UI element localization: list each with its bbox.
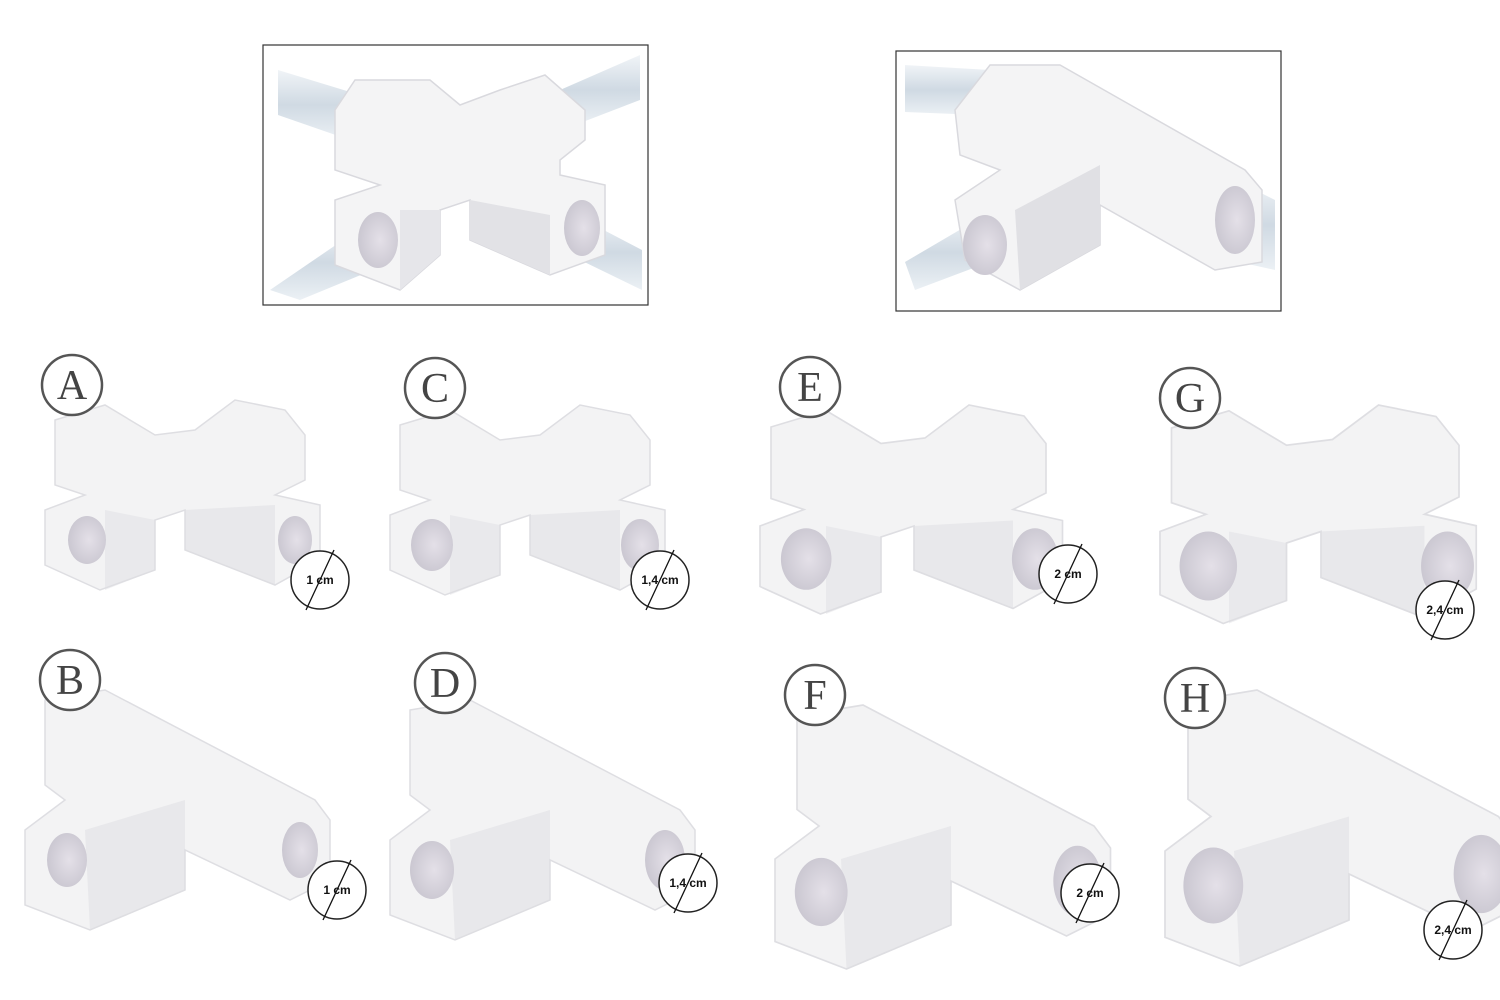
- fitting-letter-label: C: [403, 356, 467, 420]
- fitting-letter-label: D: [413, 651, 477, 715]
- fitting-letter-label: E: [778, 355, 842, 419]
- fitting-tile-f: F 2 cm: [774, 663, 1120, 970]
- tee-fitting: [24, 689, 331, 931]
- diameter-label: 1 cm: [323, 883, 350, 897]
- fitting-letter: D: [430, 661, 460, 707]
- diameter-label: 1,4 cm: [641, 573, 678, 587]
- tee-fitting: [1164, 689, 1500, 967]
- fitting-tile-e: E 2 cm: [759, 355, 1098, 615]
- diameter-slash: [1075, 862, 1105, 924]
- diameter-label: 2 cm: [1054, 567, 1081, 581]
- diameter-slash: [645, 549, 675, 611]
- inset-tee-photo: [895, 50, 1282, 312]
- diameter-slash: [1438, 899, 1468, 961]
- cross-fitting: [759, 404, 1064, 615]
- fitting-tile-c: C 1,4 cm: [389, 356, 690, 611]
- diameter-badge: 2,4 cm: [1423, 899, 1483, 961]
- diameter-slash: [1430, 579, 1460, 641]
- inset-cross-photo: [262, 44, 649, 306]
- fitting-letter: G: [1175, 376, 1205, 422]
- tee-fitting: [774, 704, 1112, 970]
- fitting-tile-a: A 1 cm: [40, 353, 350, 611]
- fitting-letter-label: G: [1158, 366, 1222, 430]
- fitting-letter: B: [56, 658, 84, 704]
- product-tiles: A 1 cm B 1 cm C 1,4 cm D 1,4 cm E 2 cm F 2 cm G 2,4 c…: [24, 353, 1500, 970]
- cross-fitting: [1159, 404, 1478, 625]
- fitting-letter: H: [1180, 676, 1210, 722]
- diameter-label: 1,4 cm: [669, 876, 706, 890]
- fitting-tile-h: H 2,4 cm: [1163, 666, 1500, 967]
- diameter-badge: 1 cm: [307, 859, 367, 921]
- diameter-slash: [305, 549, 335, 611]
- diameter-badge: 1 cm: [290, 549, 350, 611]
- diameter-badge: 1,4 cm: [658, 852, 718, 914]
- fitting-tile-b: B 1 cm: [24, 648, 367, 931]
- cross-fitting: [389, 404, 666, 596]
- fitting-tile-d: D 1,4 cm: [389, 651, 718, 941]
- diameter-slash: [673, 852, 703, 914]
- cross-fitting-body: [334, 74, 606, 291]
- diameter-label: 2,4 cm: [1426, 603, 1463, 617]
- fitting-letter-label: F: [783, 663, 847, 727]
- diameter-slash: [1053, 543, 1083, 605]
- fitting-letter: A: [57, 363, 88, 409]
- diameter-badge: 2,4 cm: [1415, 579, 1475, 641]
- fitting-letter-label: A: [40, 353, 104, 417]
- fitting-letter-label: B: [38, 648, 102, 712]
- diameter-label: 2,4 cm: [1434, 923, 1471, 937]
- diameter-badge: 2 cm: [1038, 543, 1098, 605]
- fitting-letter: E: [797, 365, 823, 411]
- diameter-slash: [322, 859, 352, 921]
- fitting-tile-g: G 2,4 cm: [1158, 366, 1478, 641]
- fitting-letter: C: [421, 366, 449, 412]
- tee-fitting: [389, 699, 696, 941]
- fitting-letter-label: H: [1163, 666, 1227, 730]
- diameter-badge: 2 cm: [1060, 862, 1120, 924]
- diameter-label: 2 cm: [1076, 886, 1103, 900]
- diameter-badge: 1,4 cm: [630, 549, 690, 611]
- cross-fitting: [44, 399, 321, 591]
- tee-fitting-body: [954, 64, 1263, 291]
- fitting-letter: F: [803, 673, 826, 719]
- diameter-label: 1 cm: [306, 573, 333, 587]
